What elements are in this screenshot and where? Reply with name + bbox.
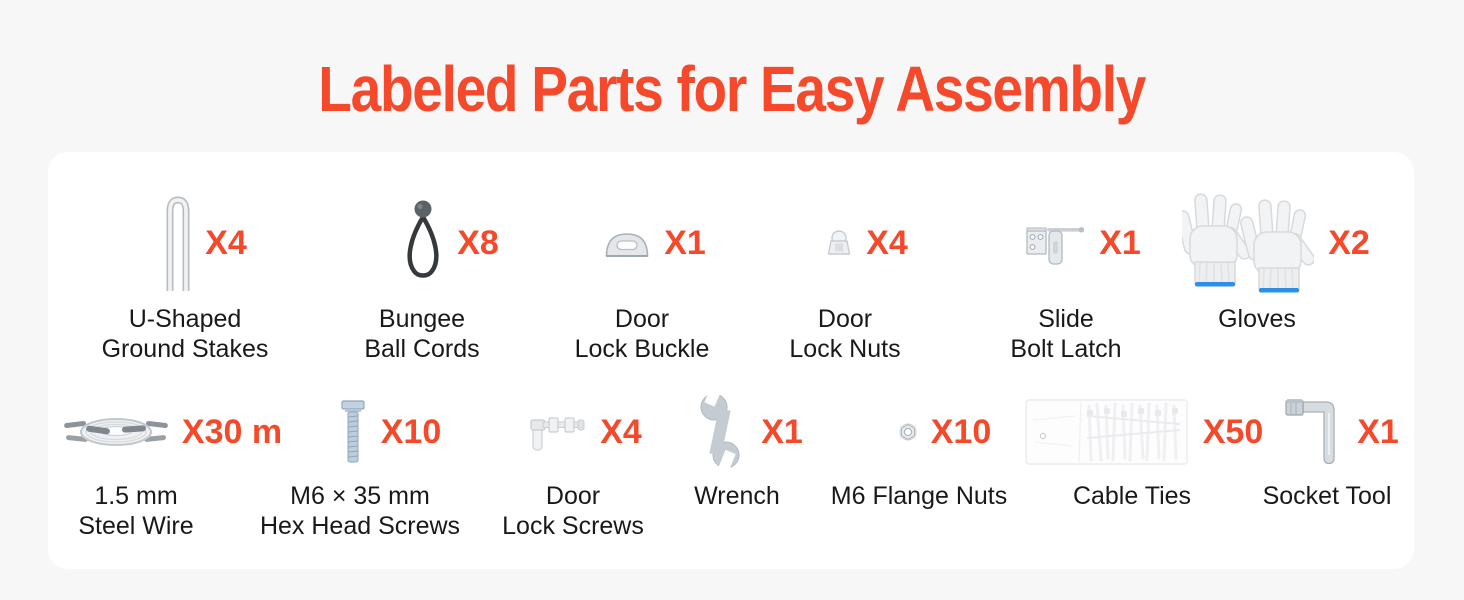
quantity-badge: X30 m bbox=[181, 412, 283, 451]
quantity-badge: X50 bbox=[1202, 412, 1264, 451]
quantity-badge: X1 bbox=[1357, 412, 1399, 451]
part-m6-flange-nuts: X10 M6 Flange Nuts bbox=[825, 393, 1065, 511]
door-lock-buckle-icon bbox=[605, 233, 649, 257]
part-socket-tool: X1 Socket Tool bbox=[1222, 393, 1462, 511]
part-label: Socket Tool bbox=[1262, 482, 1392, 510]
quantity-badge: X4 bbox=[600, 412, 642, 451]
quantity-badge: X1 bbox=[1099, 223, 1141, 262]
quantity-badge: X4 bbox=[866, 223, 908, 262]
part-label: Cable Ties bbox=[1072, 482, 1192, 510]
gloves-icon bbox=[1182, 192, 1315, 294]
part-gloves: X2 Gloves bbox=[1156, 188, 1396, 334]
part-cable-ties: X50 Cable Ties bbox=[1024, 393, 1264, 511]
quantity-badge: X8 bbox=[457, 223, 499, 262]
door-lock-screw-icon bbox=[530, 417, 585, 451]
part-label: Gloves bbox=[1218, 305, 1296, 333]
quantity-badge: X1 bbox=[664, 223, 706, 262]
socket-tool-icon bbox=[1285, 399, 1335, 465]
quantity-badge: X10 bbox=[930, 412, 992, 451]
page-title-text: Labeled Parts for Easy Assembly bbox=[318, 53, 1147, 125]
part-label: Wrench bbox=[694, 482, 780, 510]
quantity-badge: X1 bbox=[761, 412, 803, 451]
slide-bolt-latch-icon bbox=[1026, 227, 1085, 265]
cable-ties-bag-icon bbox=[1025, 399, 1188, 465]
quantity-badge: X4 bbox=[205, 223, 247, 262]
quantity-badge: X10 bbox=[380, 412, 442, 451]
m6-flange-nut-icon bbox=[899, 423, 917, 441]
quantity-badge: X2 bbox=[1328, 223, 1370, 262]
wrench-icon bbox=[700, 393, 740, 471]
steel-wire-coil-icon bbox=[64, 418, 168, 446]
bungee-ball-cord-icon bbox=[407, 200, 439, 278]
part-wrench: X1 Wrench bbox=[630, 393, 870, 511]
part-label: M6 Flange Nuts bbox=[830, 482, 1008, 510]
page-title: Labeled Parts for Easy Assembly bbox=[0, 52, 1464, 126]
door-lock-nut-icon bbox=[828, 230, 851, 255]
hex-head-screw-icon bbox=[341, 400, 365, 463]
u-shaped-ground-stake-icon bbox=[166, 196, 190, 291]
